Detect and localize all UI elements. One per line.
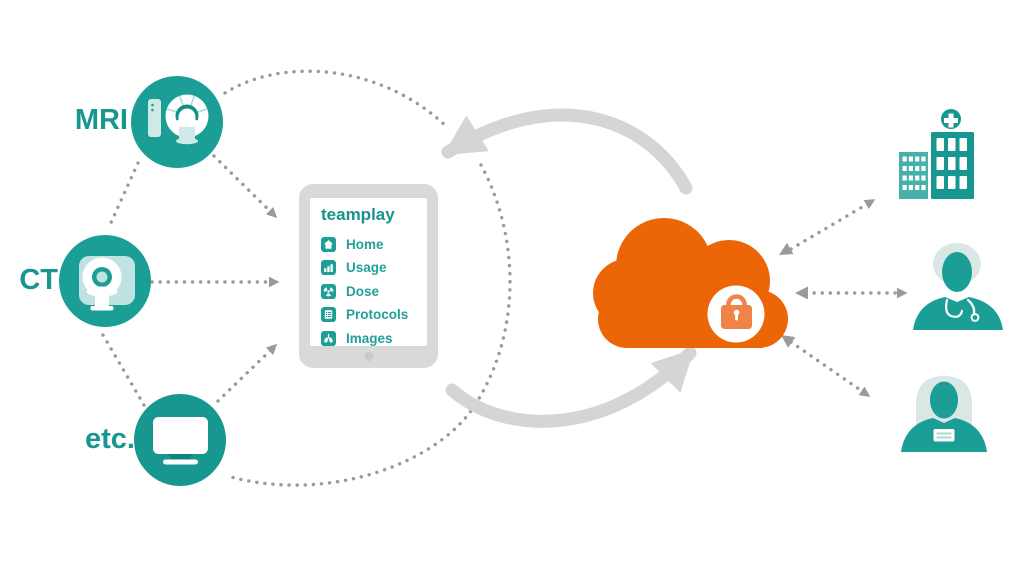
monitor-icon: [134, 394, 226, 486]
menu-item-home: Home: [321, 236, 427, 252]
menu-item-images: Images: [321, 330, 427, 346]
mri-scanner-icon: [131, 76, 223, 168]
hospital-icon: [899, 109, 974, 199]
menu-item-label: Usage: [346, 260, 387, 275]
mri-ct-connector: [107, 161, 140, 229]
tablet-home-button: [364, 352, 373, 361]
ct-scanner-icon: [59, 235, 151, 327]
patient-icon: [901, 376, 987, 452]
menu-item-label: Home: [346, 236, 384, 252]
etc-label: etc.: [85, 423, 135, 455]
tablet-screen: teamplay Home: [310, 198, 427, 346]
ct-label: CT: [19, 264, 58, 296]
ct-etc-connector: [101, 333, 146, 407]
home-icon: [321, 236, 336, 252]
teamplay-tablet: teamplay Home: [299, 184, 438, 368]
doctor-icon: [913, 243, 1003, 330]
teamplay-menu: Home Usage: [310, 228, 427, 346]
menu-item-usage: Usage: [321, 260, 427, 275]
menu-item-dose: Dose: [321, 283, 427, 299]
lungs-icon: [321, 330, 336, 346]
list-icon: [321, 307, 336, 322]
menu-item-label: Dose: [346, 283, 380, 299]
bar-chart-icon: [321, 260, 336, 275]
cloud-hospital-connector: [779, 198, 876, 255]
etc-tablet-connector: [216, 343, 278, 403]
cloud-doctor-connector: [795, 286, 908, 300]
mri-tablet-connector: [212, 154, 278, 219]
cloud-icon: [593, 218, 788, 348]
mri-label: MRI: [74, 104, 128, 136]
menu-item-label: Protocols: [346, 307, 409, 322]
lock-icon: [721, 294, 752, 329]
cloud-patient-connector: [781, 335, 871, 398]
radiation-icon: [321, 283, 336, 299]
menu-item-label: Images: [346, 330, 393, 346]
teamplay-logo: teamplay: [321, 205, 395, 224]
sync-arrow-cloud-to-tablet: [441, 108, 693, 195]
sync-arrow-tablet-to-cloud: [445, 346, 697, 428]
device-loop-arc-top: [223, 69, 450, 130]
menu-item-protocols: Protocols: [321, 307, 427, 322]
